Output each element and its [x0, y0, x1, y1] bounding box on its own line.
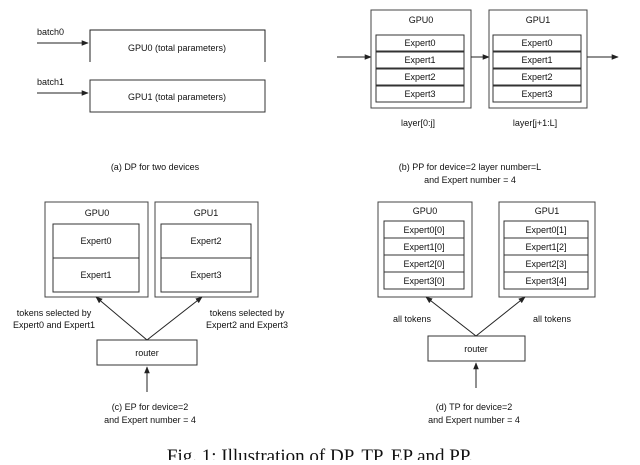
- ep-gpu1-expert-box: [160, 257, 252, 293]
- tp-gpu1-label: GPU1: [535, 206, 560, 216]
- pp-gpu0-label: GPU0: [409, 15, 434, 25]
- ep-right-note-line2: Expert2 and Expert3: [206, 320, 288, 330]
- tp-gpu0-expert-label: Expert1[0]: [403, 242, 444, 252]
- pp-gpu0-expert-box: [375, 68, 465, 86]
- pp-gpu0-experts: Expert0 Expert1 Expert2 Expert3: [375, 34, 465, 103]
- ep-router-to-gpu0-arrow: [95, 296, 148, 341]
- tp-router-to-gpu0-arrow: [425, 296, 477, 337]
- ep-router-label: router: [135, 348, 159, 358]
- pp-gpu0-expert-label: Expert3: [404, 89, 435, 99]
- pp-gpu1-expert-label: Expert2: [521, 72, 552, 82]
- ep-gpu0-expert-label: Expert0: [80, 236, 111, 246]
- ep-right-note-line1: tokens selected by: [210, 308, 285, 318]
- pp-gpu1-label: GPU1: [526, 15, 551, 25]
- tp-gpu0-expert-label: Expert0[0]: [403, 225, 444, 235]
- pp-gpu1-expert-box: [492, 34, 582, 52]
- panel-pp: GPU0 Expert0 Expert1 Expert2 Expert3 GPU…: [337, 9, 619, 185]
- pp-gpu0-expert-box: [375, 51, 465, 69]
- tp-gpu0-expert-box: [383, 271, 465, 290]
- tp-gpu0-label: GPU0: [413, 206, 438, 216]
- ep-gpu0-expert-label: Expert1: [80, 270, 111, 280]
- tp-gpu0-expert-label: Expert2[0]: [403, 259, 444, 269]
- pp-gpu1-expert-label: Expert3: [521, 89, 552, 99]
- tp-gpu0-expert-label: Expert3[0]: [403, 276, 444, 286]
- pp-gpu0-expert-box: [375, 85, 465, 103]
- ep-caption-line2: and Expert number = 4: [104, 415, 196, 425]
- ep-gpu1-expert-box: [160, 223, 252, 259]
- pp-gpu0-expert-label: Expert0: [404, 38, 435, 48]
- pp-gpu0-expert-label: Expert1: [404, 55, 435, 65]
- tp-gpu1-expert-label: Expert0[1]: [525, 225, 566, 235]
- dp-gpu1-label: GPU1 (total parameters): [128, 92, 226, 102]
- ep-gpu1-expert-label: Expert2: [190, 236, 221, 246]
- dp-batch0-label: batch0: [37, 27, 64, 37]
- ep-gpu1-expert-label: Expert3: [190, 270, 221, 280]
- ep-gpu0-label: GPU0: [85, 208, 110, 218]
- pp-gpu0-expert-label: Expert2: [404, 72, 435, 82]
- ep-caption-line1: (c) EP for device=2: [112, 402, 189, 412]
- dp-gpu0-box: [89, 29, 266, 62]
- pp-gpu1-expert-box: [492, 68, 582, 86]
- tp-router-label: router: [464, 344, 488, 354]
- pp-gpu1-expert-label: Expert1: [521, 55, 552, 65]
- pp-gpu0-expert-box: [375, 34, 465, 52]
- tp-gpu1-expert-box: [503, 271, 589, 290]
- tp-caption-line2: and Expert number = 4: [428, 415, 520, 425]
- pp-layer0-label: layer[0:j]: [401, 118, 435, 128]
- dp-caption: (a) DP for two devices: [111, 162, 200, 172]
- dp-gpu0-label: GPU0 (total parameters): [128, 43, 226, 53]
- tp-left-note: all tokens: [393, 314, 432, 324]
- tp-gpu1-expert-label: Expert2[3]: [525, 259, 566, 269]
- pp-gpu1-expert-box: [492, 51, 582, 69]
- panel-tp: GPU0 Expert0[0] Expert1[0] Expert2[0] Ex…: [377, 201, 596, 425]
- dp-batch1-label: batch1: [37, 77, 64, 87]
- pp-caption-line1: (b) PP for device=2 layer number=L: [399, 162, 541, 172]
- panel-dp: batch0 GPU0 (total parameters) batch1 GP…: [37, 27, 266, 172]
- pp-layer1-label: layer[j+1:L]: [513, 118, 557, 128]
- panel-ep: GPU0 Expert0 Expert1 GPU1 Expert2 Expert…: [13, 201, 288, 425]
- pp-gpu1-experts: Expert0 Expert1 Expert2 Expert3: [492, 34, 582, 103]
- ep-gpu1-label: GPU1: [194, 208, 219, 218]
- ep-router-to-gpu1-arrow: [146, 296, 203, 341]
- ep-gpu0-expert-box: [52, 257, 140, 293]
- dp-gpu1-box: [89, 79, 266, 113]
- tp-right-note: all tokens: [533, 314, 572, 324]
- tp-gpu1-expert-label: Expert1[2]: [525, 242, 566, 252]
- tp-caption-line1: (d) TP for device=2: [436, 402, 512, 412]
- tp-gpu1-expert-label: Expert3[4]: [525, 276, 566, 286]
- ep-left-note-line1: tokens selected by: [17, 308, 92, 318]
- ep-router-box: [96, 339, 198, 366]
- ep-left-note-line2: Expert0 and Expert1: [13, 320, 95, 330]
- pp-gpu1-expert-box: [492, 85, 582, 103]
- pp-gpu1-expert-label: Expert0: [521, 38, 552, 48]
- tp-router-to-gpu1-arrow: [475, 296, 526, 337]
- figure-caption: Fig. 1: Illustration of DP, TP, EP and P…: [167, 446, 473, 460]
- pp-caption-line2: and Expert number = 4: [424, 175, 516, 185]
- ep-gpu0-expert-box: [52, 223, 140, 259]
